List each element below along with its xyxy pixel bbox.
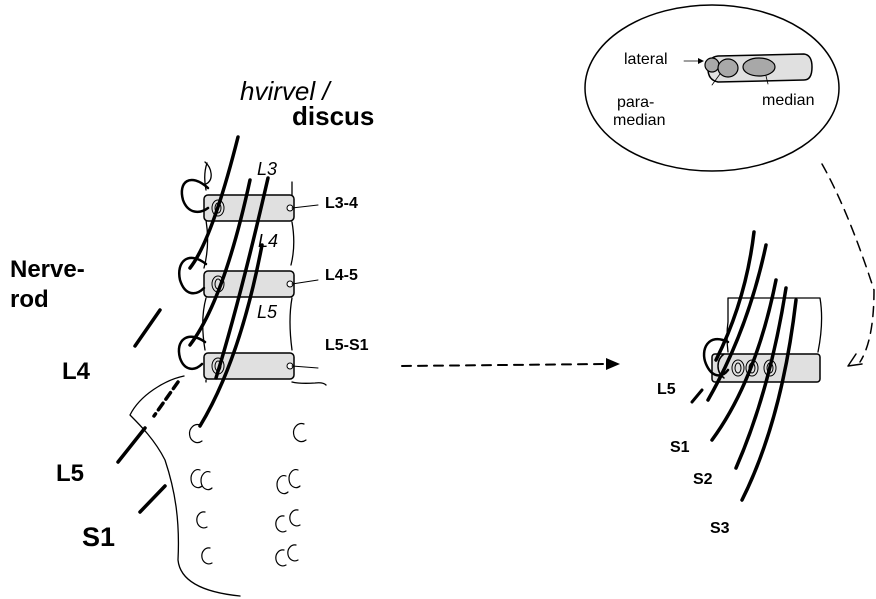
- nerve-root-l4: [188, 178, 252, 347]
- arrow-inset-to-detail: [821, 163, 875, 367]
- header-vertebra-label: hvirvel /: [240, 76, 330, 106]
- ganglion-loop-l3: [180, 178, 210, 214]
- detail-label-s1: S1: [670, 439, 690, 456]
- vertebra-label-l4: L4: [258, 231, 279, 251]
- inset-label-median: median: [762, 92, 815, 109]
- ganglion-loop-l5: [177, 335, 207, 371]
- spine-posterior-outline: [202, 162, 209, 383]
- exiting-root-l5-dashed: [152, 380, 180, 418]
- exiting-root-l5: [116, 426, 147, 464]
- detail-root-l5-a: [714, 230, 756, 362]
- inset-nucleus-lateral: [704, 57, 720, 73]
- right-detail: [690, 230, 823, 502]
- sacrum-outline: [129, 375, 241, 597]
- disc-label-l5-s1: L5-S1: [325, 337, 369, 354]
- detail-root-s1: [710, 278, 778, 442]
- inset-label-para-median: median: [613, 112, 666, 129]
- nerve-roots-label-line1: Nerve-: [10, 256, 85, 283]
- nerve-root-s1: [198, 243, 264, 428]
- spine-anterior-outline: [289, 181, 327, 386]
- ganglion-loop-l4: [177, 256, 208, 295]
- detail-spirals: [731, 359, 777, 377]
- detail-root-l5-b: [706, 243, 768, 402]
- exiting-root-l4: [133, 308, 162, 348]
- nerve-roots-label-line2: rod: [10, 286, 49, 313]
- arrow-left-to-right: [401, 358, 620, 370]
- vertebra-label-l5: L5: [257, 302, 278, 322]
- exiting-root-s1: [138, 484, 167, 514]
- vertebra-label-l3: L3: [257, 159, 278, 179]
- inset-pointer-median: [765, 75, 769, 85]
- root-label-l4: L4: [62, 358, 91, 385]
- nerve-root-l5: [214, 176, 270, 380]
- inset-callout: [584, 4, 840, 172]
- disc-label-l4-5: L4-5: [325, 267, 358, 284]
- detail-exiting-l5: [690, 388, 704, 404]
- inset-label-lateral: lateral: [624, 51, 668, 68]
- root-label-s1: S1: [82, 522, 116, 552]
- inset-ellipse: [584, 4, 840, 172]
- ligament-curl: [204, 161, 212, 185]
- sacral-foramina: [188, 422, 307, 567]
- detail-root-s2: [734, 286, 788, 470]
- detail-label-s2: S2: [693, 471, 713, 488]
- disc-label-l3-4: L3-4: [325, 195, 358, 212]
- inset-label-para: para-: [617, 94, 655, 111]
- detail-root-s3: [740, 298, 798, 502]
- inset-nucleus-median: [742, 57, 776, 77]
- inset-nucleus-paramedian: [717, 58, 739, 78]
- header-disc-label: discus: [292, 101, 375, 131]
- detail-label-l5: L5: [657, 381, 676, 398]
- left-spine-column: [116, 135, 327, 597]
- disc-l3-4: [203, 194, 319, 222]
- detail-label-s3: S3: [710, 520, 730, 537]
- nerve-root-l3: [188, 135, 240, 270]
- inset-pointer-paramedian: [711, 73, 721, 86]
- root-label-l5: L5: [56, 460, 85, 487]
